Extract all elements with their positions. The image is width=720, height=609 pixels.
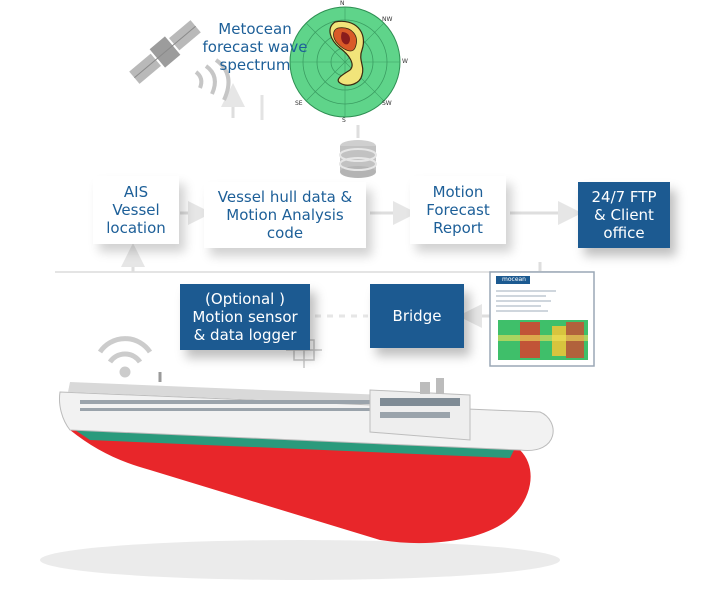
polar-label-nw: NW xyxy=(382,16,393,23)
polar-label-w: W xyxy=(402,58,408,65)
hull-data-label: Vessel hull data & Motion Analysis code xyxy=(217,187,353,243)
motion-forecast-report-box: Motion Forecast Report xyxy=(410,176,506,244)
polar-label-s: S xyxy=(342,117,346,124)
report-thumbnail xyxy=(489,271,595,367)
wave-spectrum-plot xyxy=(289,6,401,118)
ftp-client-office-box: 24/7 FTP & Client office xyxy=(578,182,670,248)
motion-sensor-box: (Optional ) Motion sensor & data logger xyxy=(180,284,310,350)
ais-vessel-location-label: AIS Vessel location xyxy=(106,182,166,238)
satellite-icon xyxy=(129,20,201,84)
report-brand: mocean xyxy=(502,276,526,283)
ftp-client-office-label: 24/7 FTP & Client office xyxy=(591,187,657,243)
ship-illustration xyxy=(40,372,560,580)
polar-label-se: SE xyxy=(295,100,303,107)
bridge-box: Bridge xyxy=(370,284,464,348)
bridge-label: Bridge xyxy=(392,306,442,325)
ais-vessel-location-box: AIS Vessel location xyxy=(93,176,179,244)
motion-forecast-report-label: Motion Forecast Report xyxy=(426,182,490,238)
motion-sensor-label: (Optional ) Motion sensor & data logger xyxy=(192,289,298,345)
polar-label-n: N xyxy=(340,0,345,7)
polar-label-sw: SW xyxy=(382,100,392,107)
hull-data-box: Vessel hull data & Motion Analysis code xyxy=(204,182,366,248)
database-icon xyxy=(339,140,377,178)
spectrum-title: Metocean forecast wave spectrum xyxy=(202,20,308,74)
wifi-icon xyxy=(97,336,153,378)
signal-waves-icon xyxy=(194,58,231,101)
